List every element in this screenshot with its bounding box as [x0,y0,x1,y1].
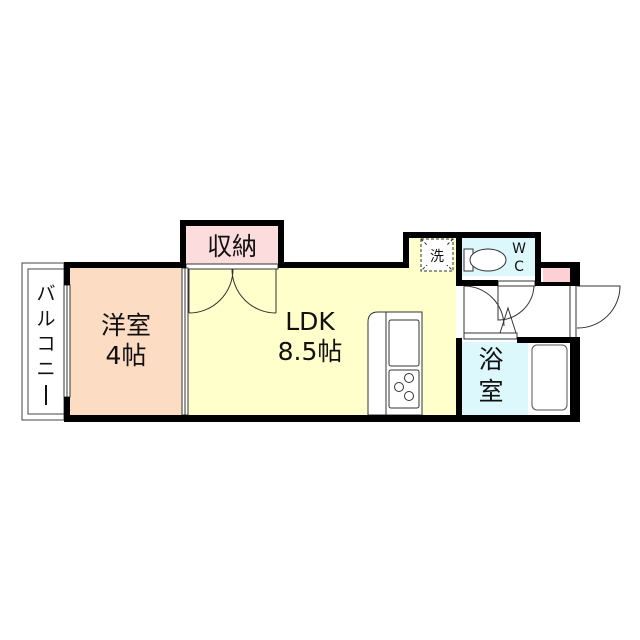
balcony-char-3: コ [36,333,55,355]
washer-space: 洗 [420,238,454,272]
western-room: 洋室 4帖 [70,268,182,415]
bath-folding-door [499,306,517,334]
ldk-room-name: LDK [285,307,335,336]
bathroom-name-2: 室 [478,377,503,406]
storage-name: 収納 [207,232,257,261]
balcony-window [63,284,71,398]
storage-door-right [231,268,277,314]
toilet-bowl [469,248,507,272]
bathroom: 浴 室 [462,342,570,415]
western-room-size: 4帖 [106,341,147,370]
balcony-char-4: ニ [36,358,55,380]
sliding-partition [181,267,189,416]
kitchen-counter [367,311,423,416]
toilet-room: W C [462,238,535,276]
balcony-char-1: バ [36,283,55,305]
bathroom-name-1: 浴 [478,345,503,374]
washer-label: 洗 [430,249,444,265]
balcony: バ ル コ ニ [21,262,65,421]
balcony-char-2: ル [36,308,55,330]
walls [64,220,580,422]
sink [388,319,420,367]
toilet-label-w: W [512,241,526,257]
storage-closet: 収納 [185,226,279,314]
ldk-room-size: 8.5帖 [278,337,343,366]
western-room-name: 洋室 [101,311,151,340]
entrance-hall [460,280,621,340]
front-door [576,285,621,329]
bathtub [531,344,568,411]
toilet-door [497,285,535,321]
shoe-box [543,268,570,282]
toilet-label-c: C [514,259,524,275]
stove [388,369,420,409]
